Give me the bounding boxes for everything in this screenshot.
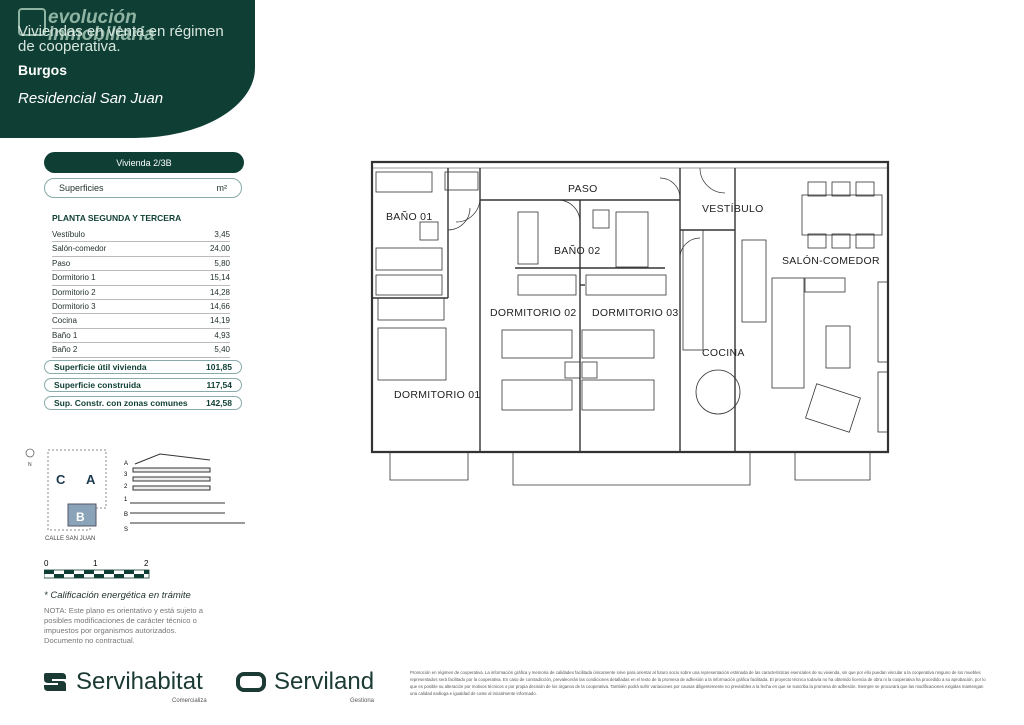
unit-title: Vivienda 2/3B	[44, 152, 244, 173]
servihabitat-brand: Servihabitat	[42, 668, 203, 696]
section-diagram	[130, 453, 245, 524]
header-banner: evolución inmobiliaria Viviendas en vent…	[0, 0, 255, 138]
serviland-name: Serviland	[274, 668, 375, 695]
room-label-dormitorio02: DORMITORIO 02	[490, 307, 577, 319]
room-label-bano02: BAÑO 02	[554, 244, 600, 257]
street-label: CALLE SAN JUAN	[45, 536, 95, 542]
room-label-cocina: COCINA	[702, 347, 745, 359]
surfaces-label: Superficies	[59, 183, 104, 193]
floor-title: PLANTA SEGUNDA Y TERCERA	[52, 213, 182, 223]
key-plan: N C A B CALLE SAN JUAN A 3 2 1 B S	[25, 448, 245, 542]
room-label-paso: PASO	[568, 183, 598, 195]
logo-icon	[18, 8, 46, 36]
servihabitat-role: Comercializa	[172, 698, 207, 704]
scale-tick: 1	[93, 559, 98, 568]
room-label-salon-comedor: SALÓN-COMEDOR	[782, 254, 880, 267]
room-label-dormitorio03: DORMITORIO 03	[592, 307, 679, 319]
block-c-label: C	[56, 472, 66, 487]
level-label: 2	[124, 484, 128, 490]
surfaces-header: Superficies m²	[44, 178, 242, 198]
room-label-vestibulo: VESTÍBULO	[702, 202, 764, 215]
block-b	[67, 503, 97, 527]
serviland-brand: Serviland	[236, 668, 374, 696]
development-name: Residencial San Juan	[18, 90, 164, 107]
energy-rating-note: * Calificación energética en trámite	[44, 590, 191, 601]
scale-tick: 0	[44, 559, 49, 568]
block-a-label: A	[86, 472, 96, 487]
scale-tick: 2	[144, 559, 149, 568]
scale-bar: 0 1 2	[44, 559, 150, 579]
servihabitat-logo-icon	[44, 673, 66, 691]
room-label-bano01: BAÑO 01	[386, 210, 432, 223]
surfaces-unit: m²	[216, 183, 228, 193]
serviland-role: Gestiona	[350, 698, 375, 704]
legal-text: Promoción en régimen de cooperativa. La …	[410, 670, 986, 696]
level-label: 3	[124, 472, 128, 478]
level-label: B	[124, 512, 128, 518]
floor-plan: PASO BAÑO 01 BAÑO 02 VESTÍBULO SALÓN-COM…	[370, 160, 890, 486]
level-label: 1	[124, 497, 128, 503]
level-label: S	[124, 527, 128, 533]
tagline: Viviendas en venta en régimen de coopera…	[18, 23, 224, 55]
level-label: A	[124, 461, 128, 467]
logo-text: evolución inmobiliaria	[48, 7, 155, 45]
room-label-dormitorio01: DORMITORIO 01	[394, 389, 481, 401]
city: Burgos	[18, 62, 67, 78]
serviland-logo-icon	[236, 672, 266, 692]
block-b-label: B	[76, 510, 85, 524]
servihabitat-name: Servihabitat	[76, 668, 203, 695]
north-label: N	[28, 462, 32, 468]
disclaimer-note: NOTA: Este plano es orientativo y está s…	[44, 606, 203, 645]
